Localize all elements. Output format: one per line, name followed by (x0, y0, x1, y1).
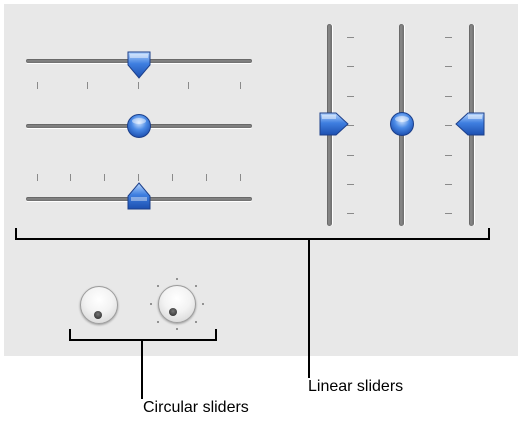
circular-slider-with-ticks[interactable] (158, 285, 196, 323)
circular-sliders-label: Circular sliders (143, 399, 249, 416)
linear-sliders-callout-line (308, 238, 310, 378)
horizontal-slider-bottom-thumb[interactable] (126, 181, 152, 211)
vertical-slider-right-thumb[interactable] (454, 111, 486, 137)
circular-slider-with-ticks-indicator (169, 308, 177, 316)
circular-sliders-callout-line (141, 339, 143, 399)
horizontal-slider-middle-thumb[interactable] (126, 113, 152, 139)
circular-slider-plain-indicator (94, 311, 102, 319)
vertical-slider-left-thumb[interactable] (318, 111, 350, 137)
horizontal-slider-top-thumb[interactable] (126, 50, 152, 80)
linear-sliders-label: Linear sliders (308, 378, 404, 395)
linear-sliders-bracket (15, 228, 490, 240)
circular-sliders-bracket (69, 329, 217, 341)
vertical-slider-middle-thumb[interactable] (389, 111, 415, 137)
circular-slider-plain[interactable] (80, 286, 118, 324)
